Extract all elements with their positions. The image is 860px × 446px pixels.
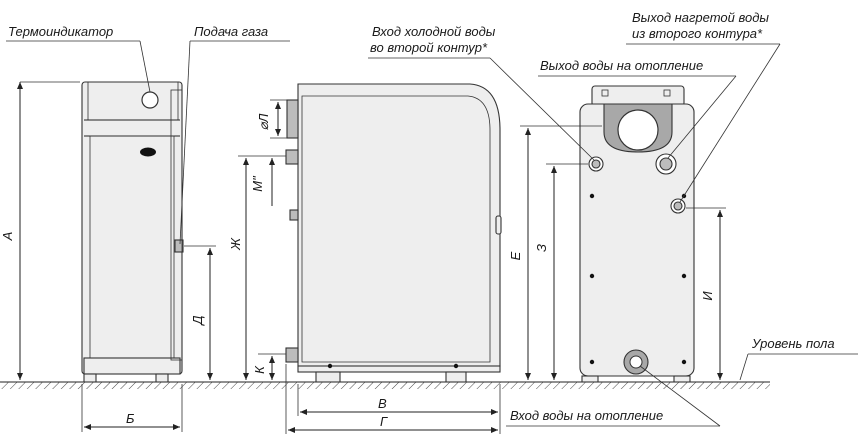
svg-text:Е: Е <box>508 251 523 260</box>
heating-inlet-icon <box>629 355 643 369</box>
floor-line <box>0 381 770 389</box>
chimney-pipe <box>286 99 299 139</box>
rear-view <box>579 85 695 383</box>
heating-in-label: Вход воды на отопление <box>506 365 721 427</box>
dim-B: Б <box>81 384 183 432</box>
svg-text:Д: Д <box>190 315 205 326</box>
svg-text:И: И <box>700 291 715 301</box>
svg-text:Г: Г <box>380 414 388 429</box>
chimney-outlet-icon <box>617 109 659 151</box>
svg-text:Вход холодной воды: Вход холодной воды <box>372 24 496 39</box>
side-view <box>285 83 502 383</box>
heating-out-label: Выход воды на отопление <box>538 58 737 159</box>
front-view <box>81 81 184 383</box>
svg-text:В: В <box>378 396 387 411</box>
gas-label: Подача газа <box>179 24 290 245</box>
svg-text:Ж: Ж <box>228 237 243 251</box>
svg-text:Б: Б <box>126 411 135 426</box>
dim-M: М" <box>238 155 286 206</box>
dim-L: ⌀Л <box>256 99 296 139</box>
svg-text:Подача газа: Подача газа <box>194 24 268 39</box>
logo-badge <box>140 147 156 157</box>
dim-E: Е <box>508 125 602 380</box>
dim-Zh: Ж <box>228 158 249 380</box>
dim-D: Д <box>184 245 216 380</box>
floor-label: Уровень пола <box>739 336 858 381</box>
svg-text:К: К <box>252 365 267 374</box>
dim-K: К <box>252 353 286 380</box>
svg-text:Вход воды на отопление: Вход воды на отопление <box>510 408 663 423</box>
thermo-indicator-icon <box>141 91 159 109</box>
svg-text:М": М" <box>250 175 265 192</box>
gas-inlet-pipe <box>174 239 184 253</box>
dim-A: А <box>0 81 80 380</box>
svg-text:Выход воды на отопление: Выход воды на отопление <box>540 58 703 73</box>
hot-out-label: Выход нагретой воды из второго контура* <box>626 10 781 203</box>
svg-text:⌀Л: ⌀Л <box>256 114 271 131</box>
svg-text:З: З <box>534 244 549 252</box>
thermo-label: Термоиндикатор <box>6 24 151 93</box>
svg-text:во второй контур*: во второй контур* <box>370 40 488 55</box>
dim-Z: З <box>534 163 588 380</box>
svg-text:Термоиндикатор: Термоиндикатор <box>8 24 113 39</box>
svg-text:из второго контура*: из второго контура* <box>632 26 763 41</box>
svg-text:Выход нагретой воды: Выход нагретой воды <box>632 10 769 25</box>
svg-text:Уровень пола: Уровень пола <box>751 336 835 351</box>
svg-text:А: А <box>0 232 15 242</box>
dim-I: И <box>686 207 726 380</box>
cold-in-label: Вход холодной воды во второй контур* <box>368 24 595 161</box>
dim-V: В <box>297 384 501 434</box>
dim-G: Г <box>285 364 498 434</box>
